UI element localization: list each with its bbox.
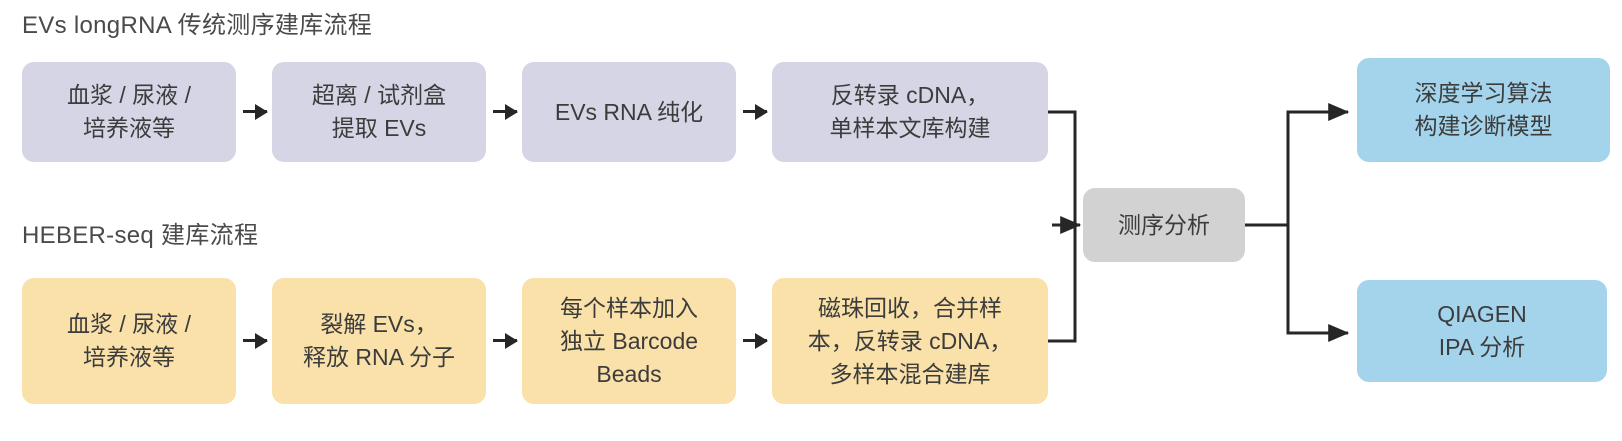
wire-top4-to-merge [1048, 110, 1077, 227]
wire-merge-to-output2 [1286, 225, 1350, 342]
top-flow-title: EVs longRNA 传统测序建库流程 [22, 12, 373, 39]
bottom-arrow-3-4 [743, 339, 767, 342]
bottom-arrow-2-3 [493, 339, 517, 342]
top-arrow-1-2 [243, 110, 267, 113]
merge-node-sequencing-analysis[interactable]: 测序分析 [1083, 188, 1245, 262]
wire-merge-to-output1 [1245, 103, 1350, 227]
top-node-1[interactable]: 血浆 / 尿液 / 培养液等 [22, 62, 236, 162]
output-node-deep-learning-model[interactable]: 深度学习算法 构建诊断模型 [1357, 58, 1610, 162]
top-arrow-2-3 [493, 110, 517, 113]
wire-bottom4-to-merge [1048, 225, 1077, 343]
top-node-3[interactable]: EVs RNA 纯化 [522, 62, 736, 162]
bottom-node-3[interactable]: 每个样本加入 独立 Barcode Beads [522, 278, 736, 404]
bottom-flow-title: HEBER-seq 建库流程 [22, 222, 259, 249]
bottom-node-4[interactable]: 磁珠回收，合并样 本，反转录 cDNA， 多样本混合建库 [772, 278, 1048, 404]
top-arrow-3-4 [743, 110, 767, 113]
top-node-2[interactable]: 超离 / 试剂盒 提取 EVs [272, 62, 486, 162]
bottom-arrow-1-2 [243, 339, 267, 342]
bottom-node-1[interactable]: 血浆 / 尿液 / 培养液等 [22, 278, 236, 404]
bottom-node-2[interactable]: 裂解 EVs， 释放 RNA 分子 [272, 278, 486, 404]
top-node-4[interactable]: 反转录 cDNA， 单样本文库构建 [772, 62, 1048, 162]
output-node-qiagen-ipa[interactable]: QIAGEN IPA 分析 [1357, 280, 1607, 382]
